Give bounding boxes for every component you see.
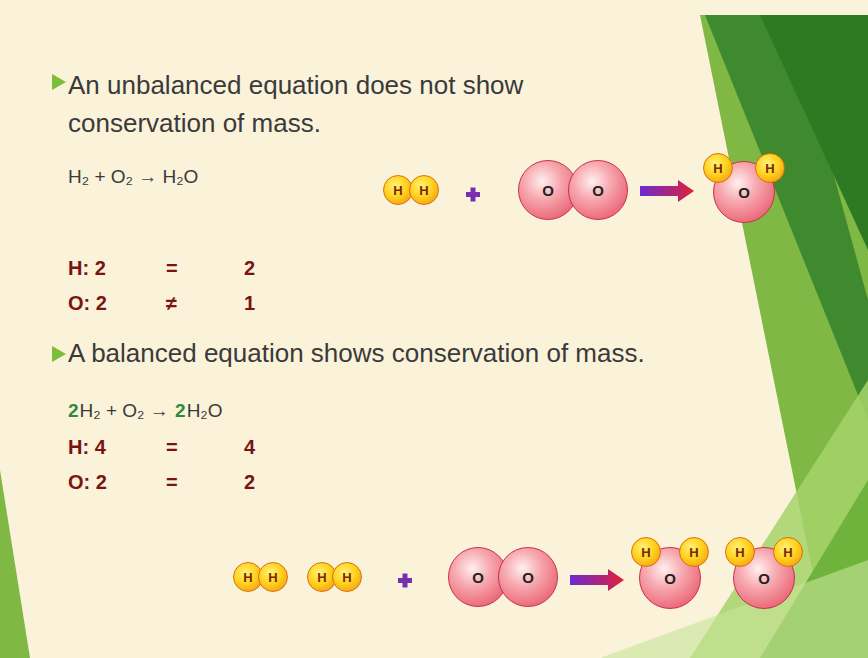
atom-count: O: 2 xyxy=(68,471,107,494)
atom-symbol: H xyxy=(735,545,744,560)
equation: H₂ + O₂ → H₂O xyxy=(68,166,198,188)
bullet xyxy=(52,74,66,90)
hydrogen-atom: H xyxy=(679,537,709,567)
atom-symbol: H xyxy=(243,570,252,585)
hydrogen-atom: H xyxy=(332,562,362,592)
comparison: ≠ xyxy=(166,292,177,315)
atom-symbol: H xyxy=(641,545,650,560)
coefficient: 2 xyxy=(175,400,186,422)
reaction-arrow xyxy=(570,569,624,591)
atom-symbol: O xyxy=(522,569,534,586)
deco-band xyxy=(0,470,30,658)
coefficient: 2 xyxy=(68,400,79,422)
plus-sign xyxy=(398,188,480,588)
atom-symbol: H xyxy=(689,545,698,560)
atom-symbol: H xyxy=(268,570,277,585)
reaction-arrow xyxy=(640,180,694,202)
bullet-text: An unbalanced equation does not show con… xyxy=(68,66,658,142)
atom-count: 2 xyxy=(244,257,255,280)
deco-band xyxy=(760,15,868,250)
hydrogen-atom: H xyxy=(755,153,785,183)
atom-count: 2 xyxy=(244,471,255,494)
atom-symbol: H xyxy=(765,161,774,176)
atom-symbol: H xyxy=(419,183,428,198)
hydrogen-atom: H xyxy=(703,153,733,183)
atom-symbol: H xyxy=(342,570,351,585)
bullet-text: A balanced equation shows conservation o… xyxy=(68,338,645,369)
top-margin xyxy=(0,0,868,15)
comparison: = xyxy=(166,257,178,280)
atom-symbol: O xyxy=(542,182,554,199)
equation: H₂O xyxy=(187,400,223,422)
deco-band xyxy=(705,15,868,420)
hydrogen-atom: H xyxy=(773,537,803,567)
oxygen-atom: O xyxy=(568,160,628,220)
atom-symbol: H xyxy=(783,545,792,560)
atom-symbol: H xyxy=(713,161,722,176)
atom-count: 1 xyxy=(244,292,255,315)
atom-symbol: H xyxy=(317,570,326,585)
comparison: = xyxy=(166,471,178,494)
atom-count: H: 4 xyxy=(68,436,106,459)
equation: H₂ + O₂ → xyxy=(80,400,174,422)
atom-count: H: 2 xyxy=(68,257,106,280)
atom-symbol: O xyxy=(738,184,750,201)
oxygen-atom: O xyxy=(498,547,558,607)
atom-count: 4 xyxy=(244,436,255,459)
comparison: = xyxy=(166,436,178,459)
deco-band xyxy=(700,15,868,658)
hydrogen-atom: H xyxy=(725,537,755,567)
atom-count: O: 2 xyxy=(68,292,107,315)
atom-symbol: O xyxy=(758,570,770,587)
bullet xyxy=(52,346,66,362)
atom-symbol: O xyxy=(592,182,604,199)
atom-symbol: O xyxy=(664,570,676,587)
hydrogen-atom: H xyxy=(409,175,439,205)
hydrogen-atom: H xyxy=(631,537,661,567)
atom-symbol: O xyxy=(472,569,484,586)
hydrogen-atom: H xyxy=(258,562,288,592)
atom-symbol: H xyxy=(393,183,402,198)
